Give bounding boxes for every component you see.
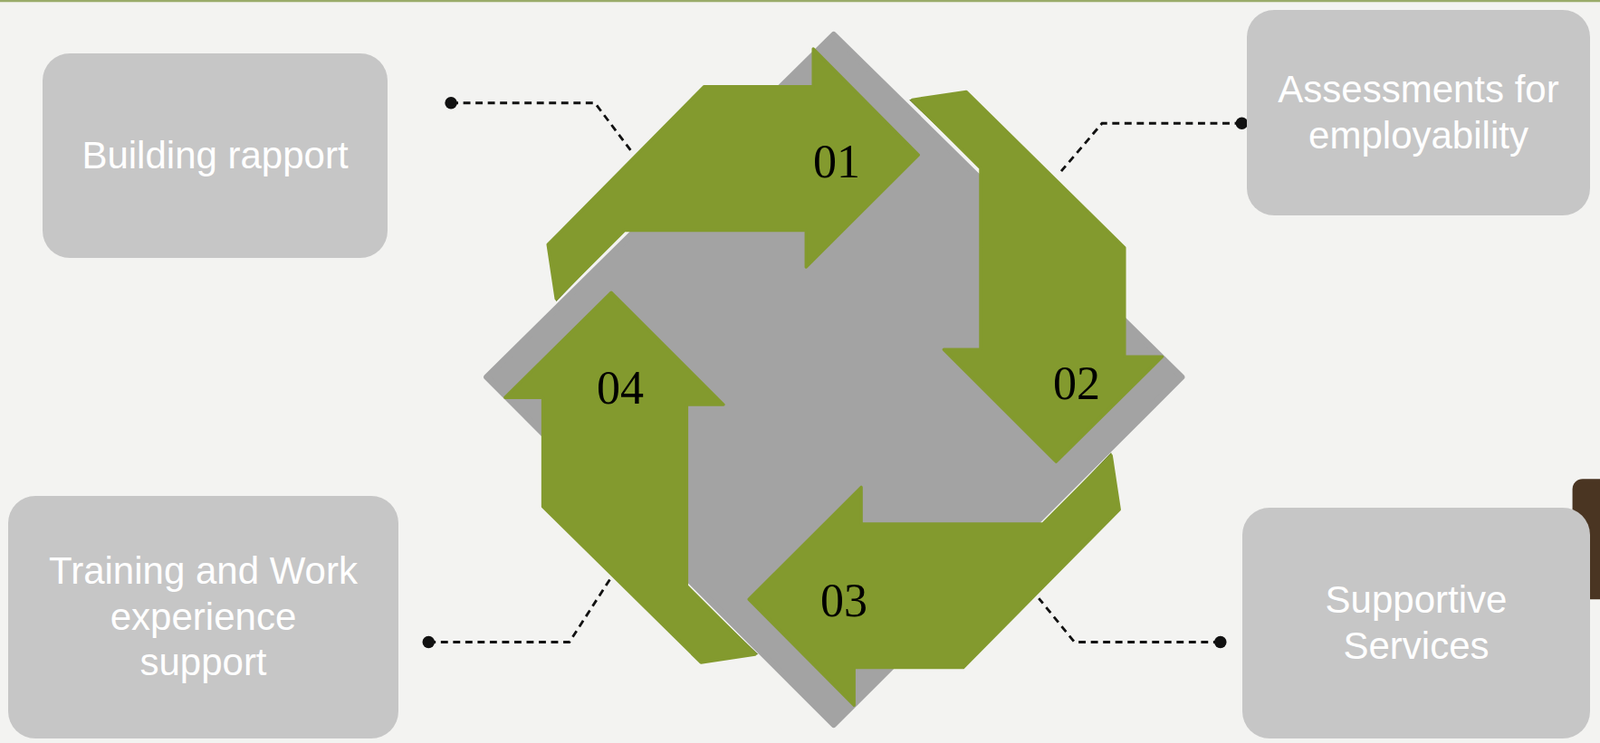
step-text-group: Supportive Services bbox=[1278, 577, 1554, 670]
cycle-arrows bbox=[505, 48, 1163, 706]
step-box: Assessments for employability bbox=[1246, 9, 1591, 216]
leader-dots bbox=[422, 96, 1249, 649]
step-label: Building rapport bbox=[81, 133, 348, 179]
step-number: 04 bbox=[596, 361, 644, 415]
step-number: 03 bbox=[820, 574, 868, 628]
step-number: 02 bbox=[1053, 356, 1101, 411]
step-text-group: Training and Work experience support bbox=[48, 548, 358, 686]
step-number: 01 bbox=[813, 134, 861, 189]
leader-lines bbox=[428, 103, 1242, 643]
step-text-group: Building rapport bbox=[81, 133, 348, 179]
step-box: Building rapport bbox=[42, 53, 388, 259]
top-rule bbox=[0, 0, 1600, 2]
step-box: Supportive Services bbox=[1242, 507, 1591, 739]
grey-diamond bbox=[487, 34, 1182, 725]
step-text-group: Assessments for employability bbox=[1274, 67, 1563, 159]
step-label: Assessments for employability bbox=[1274, 67, 1563, 159]
step-label: Supportive Services bbox=[1278, 577, 1554, 670]
step-label: Training and Work experience support bbox=[48, 548, 358, 686]
step-box: Training and Work experience support bbox=[8, 496, 399, 739]
